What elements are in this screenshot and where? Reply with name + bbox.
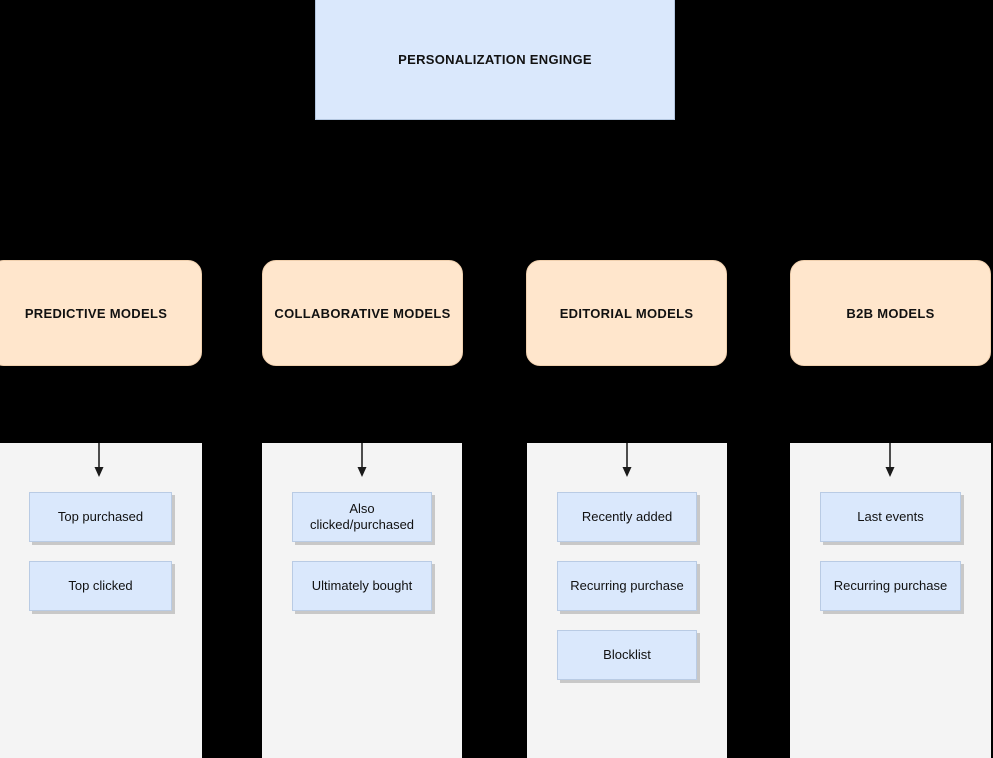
list-item[interactable]: Recently added <box>557 492 697 542</box>
model-label-predictive: PREDICTIVE MODELS <box>24 305 168 321</box>
list-item-label: Recurring purchase <box>570 578 684 593</box>
column-panel-predictive: Top purchased Top clicked <box>0 443 202 758</box>
column-panel-b2b: Last events Recurring purchase <box>790 443 991 758</box>
item-stack-editorial: Recently added Recurring purchase Blockl… <box>557 492 697 699</box>
item-stack-collaborative: Also clicked/purchased Ultimately bought <box>292 492 432 630</box>
column-panel-collaborative: Also clicked/purchased Ultimately bought <box>262 443 462 758</box>
item-stack-b2b: Last events Recurring purchase <box>820 492 961 630</box>
column-panel-editorial: Recently added Recurring purchase Blockl… <box>527 443 727 758</box>
list-item[interactable]: Last events <box>820 492 961 542</box>
personalization-engine-label: PERSONALIZATION ENGINGE <box>398 51 592 67</box>
model-box-b2b[interactable]: B2B MODELS <box>790 260 991 366</box>
down-arrow-icon <box>883 443 897 479</box>
list-item[interactable]: Top clicked <box>29 561 172 611</box>
list-item-label: Top purchased <box>57 509 144 524</box>
list-item[interactable]: Top purchased <box>29 492 172 542</box>
list-item-label: Recently added <box>581 509 673 524</box>
list-item[interactable]: Recurring purchase <box>820 561 961 611</box>
model-label-collaborative: COLLABORATIVE MODELS <box>274 305 451 321</box>
list-item-label: Ultimately bought <box>311 578 413 593</box>
list-item-label: Also clicked/purchased <box>309 501 415 532</box>
personalization-engine-box[interactable]: PERSONALIZATION ENGINGE <box>315 0 675 120</box>
model-box-collaborative[interactable]: COLLABORATIVE MODELS <box>262 260 463 366</box>
list-item-label: Blocklist <box>603 647 651 662</box>
model-label-b2b: B2B MODELS <box>846 305 935 321</box>
model-label-editorial: EDITORIAL MODELS <box>559 305 694 321</box>
down-arrow-icon <box>92 443 106 479</box>
model-box-predictive[interactable]: PREDICTIVE MODELS <box>0 260 202 366</box>
list-item[interactable]: Ultimately bought <box>292 561 432 611</box>
list-item[interactable]: Recurring purchase <box>557 561 697 611</box>
down-arrow-icon <box>620 443 634 479</box>
list-item-label: Recurring purchase <box>833 578 948 593</box>
list-item[interactable]: Blocklist <box>557 630 697 680</box>
list-item-label: Last events <box>857 509 924 524</box>
list-item-label: Top clicked <box>68 578 133 593</box>
model-box-editorial[interactable]: EDITORIAL MODELS <box>526 260 727 366</box>
item-stack-predictive: Top purchased Top clicked <box>29 492 172 630</box>
list-item[interactable]: Also clicked/purchased <box>292 492 432 542</box>
down-arrow-icon <box>355 443 369 479</box>
